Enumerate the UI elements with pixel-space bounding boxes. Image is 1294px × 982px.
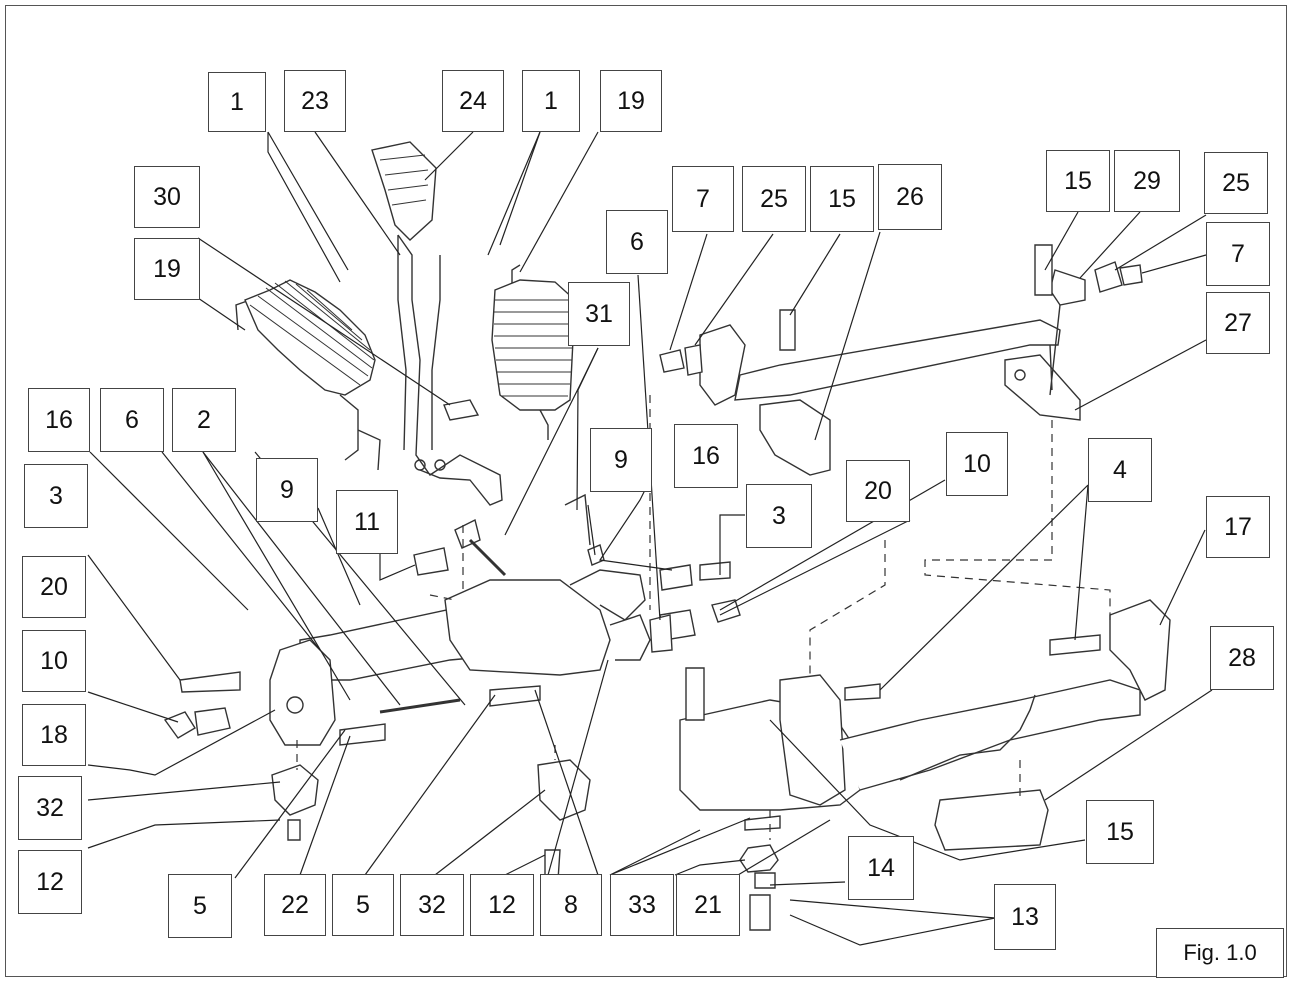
callout-15-right: 15 (1046, 150, 1110, 212)
callout-7-mid: 7 (672, 166, 734, 232)
callout-3-left: 3 (24, 464, 88, 528)
callout-27: 27 (1206, 292, 1270, 354)
callout-5-bottom-left: 5 (168, 874, 232, 938)
callout-21: 21 (676, 874, 740, 936)
clutch-crossbar (699, 269, 1086, 476)
callout-4: 4 (1088, 438, 1152, 502)
callout-22: 22 (264, 874, 326, 936)
callout-14: 14 (848, 836, 914, 900)
callout-32-left: 32 (18, 776, 82, 840)
callout-28: 28 (1210, 626, 1274, 690)
callout-13: 13 (994, 884, 1056, 950)
callout-25-mid: 25 (742, 166, 806, 232)
callout-11: 11 (336, 490, 398, 554)
figure-frame (5, 5, 1287, 977)
callout-24: 24 (442, 70, 504, 132)
callout-31: 31 (568, 282, 630, 346)
small-hardware (163, 244, 1143, 889)
callout-12-bottom: 12 (470, 874, 534, 936)
callout-9-left: 9 (256, 458, 318, 522)
callout-33: 33 (610, 874, 674, 936)
callout-10-left: 10 (22, 630, 86, 692)
callout-7-right: 7 (1206, 222, 1270, 286)
clutch-lower-assembly (679, 599, 1171, 931)
callout-20-mid: 20 (846, 460, 910, 522)
return-spring-center (491, 264, 576, 440)
callout-8: 8 (540, 874, 602, 936)
callout-5-bottom: 5 (332, 874, 394, 936)
callout-17: 17 (1206, 496, 1270, 558)
callout-25-right: 25 (1204, 152, 1268, 214)
callout-19-left: 19 (134, 238, 200, 300)
callout-23: 23 (284, 70, 346, 132)
leader-lines (87, 131, 1213, 946)
callout-12-left: 12 (18, 850, 82, 914)
callout-26: 26 (878, 164, 942, 230)
callout-30: 30 (134, 166, 200, 228)
callout-16-left: 16 (28, 388, 90, 452)
brake-pedal (371, 141, 503, 506)
callout-18: 18 (22, 704, 86, 766)
callout-3-mid: 3 (746, 484, 812, 548)
callout-20-left: 20 (22, 556, 86, 618)
callout-32-bottom: 32 (400, 874, 464, 936)
callout-6-mid: 6 (606, 210, 668, 274)
callout-1-top-right: 1 (522, 70, 580, 132)
pedal-tube-frame (269, 569, 651, 746)
return-spring-left (235, 279, 381, 471)
figure-caption: Fig. 1.0 (1156, 928, 1284, 978)
callout-15-bottom: 15 (1086, 800, 1154, 864)
callout-29: 29 (1114, 150, 1180, 212)
callout-16-mid: 16 (674, 424, 738, 488)
callout-10-mid: 10 (946, 432, 1008, 496)
callout-15-mid: 15 (810, 166, 874, 232)
callout-2: 2 (172, 388, 236, 452)
callout-19-top: 19 (600, 70, 662, 132)
callout-9-mid: 9 (590, 428, 652, 492)
callout-6-left: 6 (100, 388, 164, 452)
callout-1-top-left: 1 (208, 72, 266, 132)
